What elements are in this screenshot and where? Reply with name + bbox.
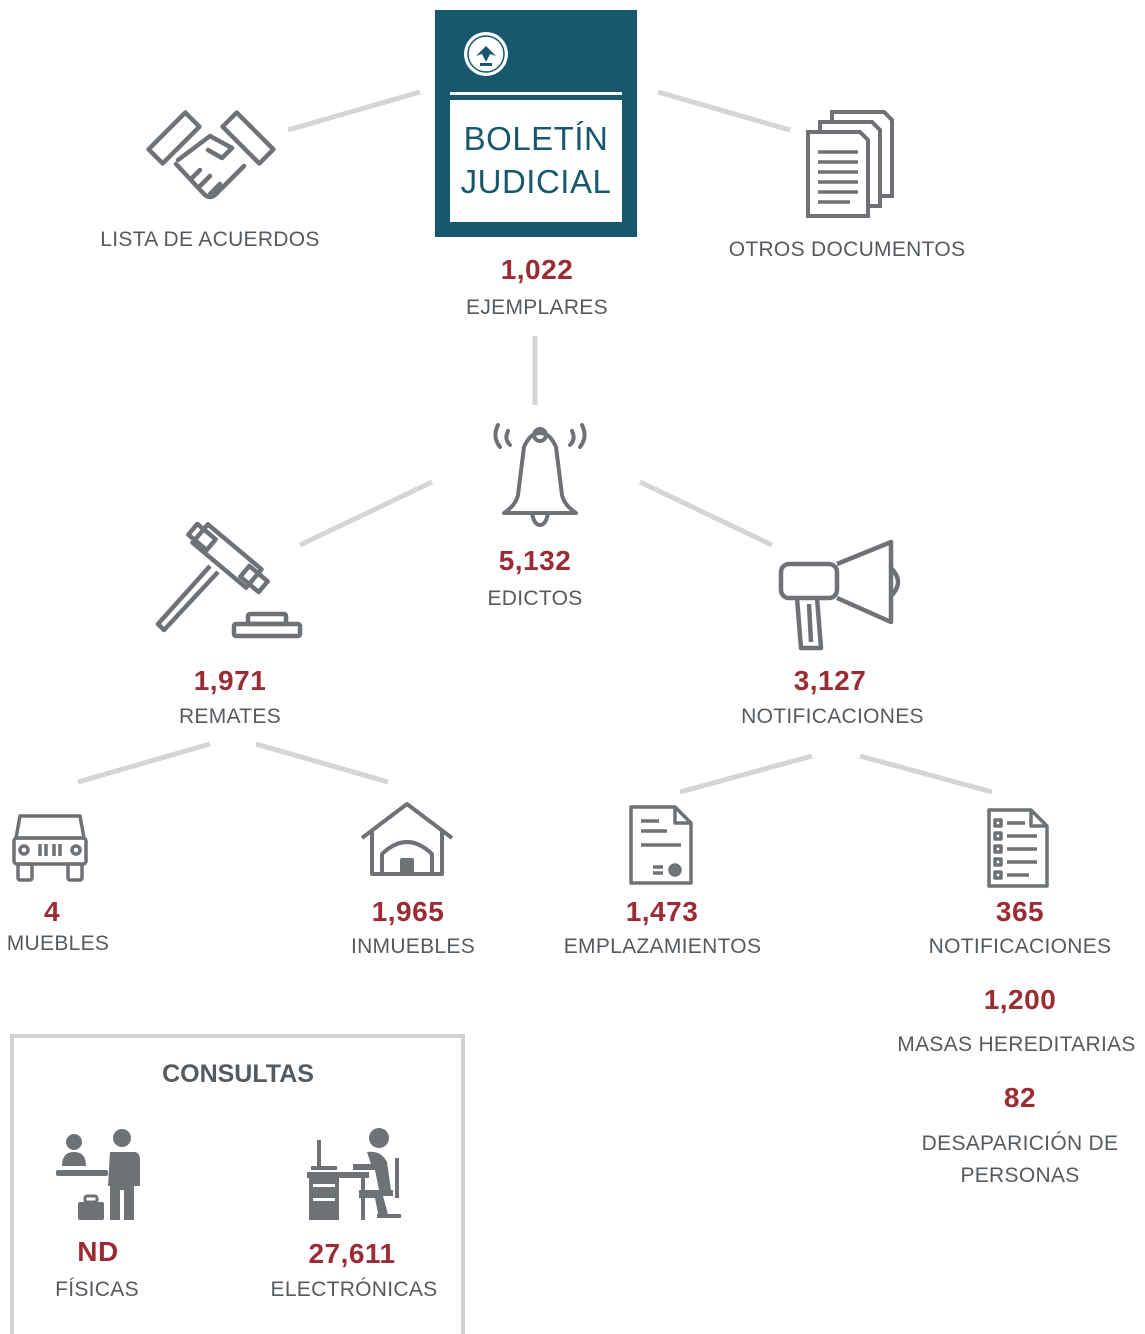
seal-icon xyxy=(464,32,508,76)
otros-documentos-label: OTROS DOCUMENTOS xyxy=(728,238,966,261)
handshake-icon xyxy=(146,110,276,200)
jeep-icon xyxy=(12,814,88,882)
emplazamientos-label: EMPLAZAMIENTOS xyxy=(563,935,762,958)
title-line-2: JUDICIAL xyxy=(460,163,612,200)
lista-acuerdos-label: LISTA DE ACUERDOS xyxy=(100,228,320,251)
checklist-icon xyxy=(987,808,1049,888)
muebles-label: MUEBLES xyxy=(6,932,110,955)
masas-count: 1,200 xyxy=(983,984,1057,1015)
bell-icon xyxy=(493,423,587,528)
inmuebles-count: 1,965 xyxy=(371,896,445,927)
desaparicion-count: 82 xyxy=(1003,1082,1037,1113)
computer-user-icon xyxy=(307,1128,401,1220)
muebles-count: 4 xyxy=(43,896,61,927)
title-panel: BOLETÍN JUDICIAL xyxy=(450,100,622,222)
inmuebles-label: INMUEBLES xyxy=(350,935,476,958)
edictos-count: 5,132 xyxy=(498,545,572,576)
megaphone-icon xyxy=(778,539,901,651)
ejemplares-count: 1,022 xyxy=(500,254,574,285)
notificaciones-sub-count: 365 xyxy=(995,896,1045,927)
edictos-label: EDICTOS xyxy=(487,587,583,610)
consultas-title: CONSULTAS xyxy=(162,1060,314,1088)
title-divider xyxy=(450,92,622,95)
desaparicion-label-line1: DESAPARICIÓN DE xyxy=(921,1132,1119,1155)
remates-label: REMATES xyxy=(178,705,282,728)
title-line-1: BOLETÍN xyxy=(463,120,609,157)
house-icon xyxy=(360,802,454,876)
electronicas-label: ELECTRÓNICAS xyxy=(270,1278,438,1301)
desaparicion-label-line2: PERSONAS xyxy=(960,1164,1080,1187)
fisicas-count: ND xyxy=(77,1236,119,1267)
notificaciones-sub-label: NOTIFICACIONES xyxy=(928,935,1112,958)
certificate-icon xyxy=(629,805,693,885)
masas-label: MASAS HEREDITARIAS xyxy=(897,1033,1136,1056)
emplazamientos-count: 1,473 xyxy=(625,896,699,927)
documents-icon xyxy=(806,110,894,218)
notificaciones-count: 3,127 xyxy=(793,665,867,696)
desk-service-icon xyxy=(56,1129,140,1220)
ejemplares-label: EJEMPLARES xyxy=(466,296,608,319)
fisicas-label: FÍSICAS xyxy=(55,1278,139,1301)
gavel-icon xyxy=(155,522,303,639)
notificaciones-label: NOTIFICACIONES xyxy=(741,705,924,728)
boletin-judicial-title-block: BOLETÍN JUDICIAL xyxy=(435,10,637,237)
remates-count: 1,971 xyxy=(193,665,267,696)
consultas-panel xyxy=(10,1034,465,1334)
electronicas-count: 27,611 xyxy=(308,1238,396,1269)
